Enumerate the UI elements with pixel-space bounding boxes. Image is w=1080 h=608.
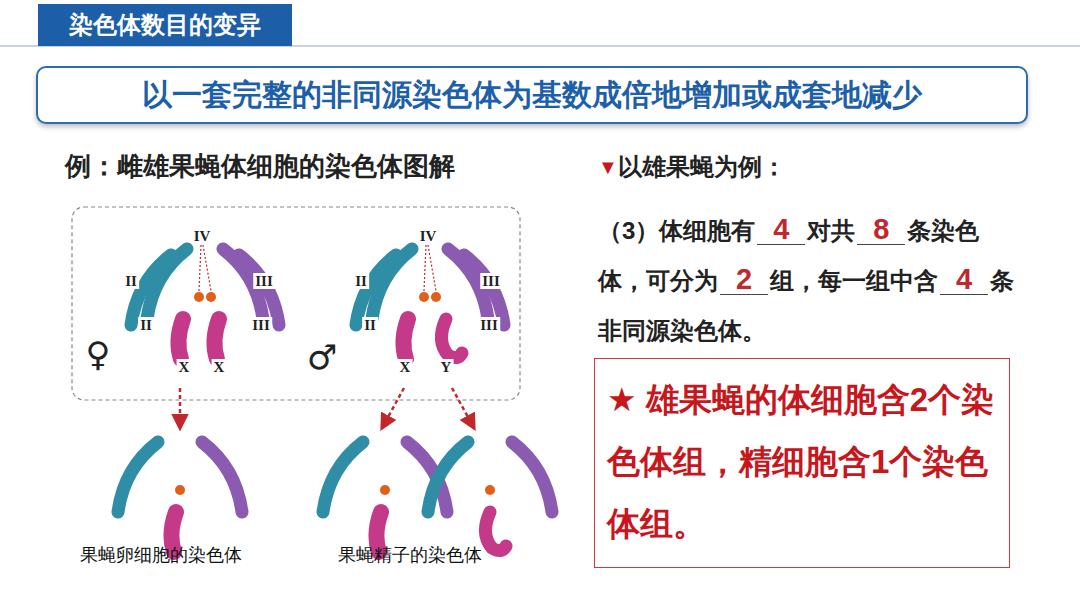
node-text: ★ 雄果蝇的体细胞含2个染色体组，精细胞含1个染色体组。 [607, 369, 999, 555]
node-text: 以一套完整的非同源染色体为基数成倍地增加或成套地减少 [142, 75, 922, 116]
answer-blank: 8 [857, 214, 905, 245]
figure-caption: 果蝇精子的染色体 [338, 543, 482, 567]
chromosome-label: III [250, 317, 272, 333]
example-heading: 例：雌雄果蝇体细胞的染色体图解 [65, 149, 455, 184]
chromosome-label: II [138, 317, 154, 333]
node-text: 染色体数目的变异 [69, 9, 261, 41]
chromosome-label: III [480, 273, 502, 289]
answer-blank: 4 [940, 264, 988, 295]
conclusion-box: ★ 雄果蝇的体细胞含2个染色体组，精细胞含1个染色体组。 [594, 358, 1010, 568]
question-text: 对共 [807, 217, 855, 244]
answer-blank: 4 [757, 214, 805, 245]
chromosome-label: X [177, 359, 192, 375]
chromosome-label: III [253, 273, 275, 289]
question-paragraph: （3）体细胞有4对共8条染色体，可分为2组，每一组中含4条非同源染色体。 [598, 206, 1016, 356]
question-text: （3）体细胞有 [598, 217, 755, 244]
figure-caption: 果蝇卵细胞的染色体 [80, 543, 242, 567]
chromosome-label: II [362, 317, 378, 333]
definition-banner: 以一套完整的非同源染色体为基数成倍地增加或成套地减少 [36, 66, 1028, 124]
sex-symbol: ♂ [307, 337, 337, 377]
question-text: 组，每一组中含 [770, 267, 938, 294]
chromosome-label: III [478, 317, 500, 333]
chromosome-label: X [212, 359, 227, 375]
marker-symbol: ▼ [598, 156, 618, 179]
chromosome-label: IV [418, 228, 439, 244]
chromosome-label: IV [192, 228, 213, 244]
chromosome-label: X [398, 359, 413, 375]
sex-symbol: ♀ [86, 334, 111, 374]
chromosome-label: Y [439, 359, 454, 375]
chromosome-label: II [353, 273, 369, 289]
section-tab: 染色体数目的变异 [38, 4, 292, 46]
answer-blank: 2 [720, 264, 768, 295]
section-subheading: 以雄果蝇为例： [618, 151, 786, 183]
chromosome-label: II [123, 273, 139, 289]
